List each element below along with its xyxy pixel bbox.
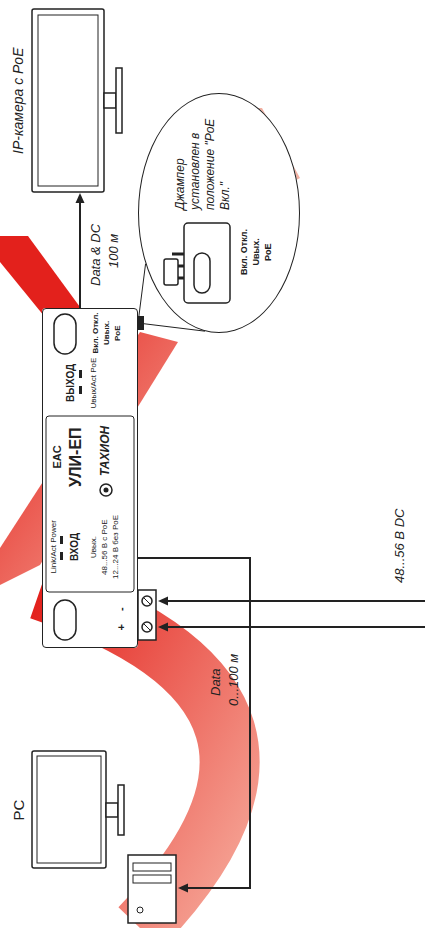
device-marking: Uвых. — [89, 536, 98, 558]
device-drawing — [42, 308, 156, 648]
callout-zoom-part — [138, 93, 300, 333]
callout-bubble: Джампер установлен в положение "PoE Вкл.… — [138, 93, 300, 333]
power-input-arrows-part — [158, 623, 168, 632]
device-marking: Вкл. Откл. — [91, 313, 100, 354]
device-drawing-part — [100, 484, 112, 496]
camera-icon — [32, 9, 122, 192]
camera-node: IP-камера с PoE — [8, 8, 136, 193]
connector-line — [79, 203, 81, 308]
callout-zoom-part — [184, 223, 230, 303]
power-input-arrows-part — [158, 597, 168, 606]
annotation-label: 0...100 м — [226, 654, 242, 706]
connector-line — [138, 264, 146, 323]
callout-text: Вкл. Откл. — [239, 229, 249, 275]
connector-line — [138, 323, 205, 331]
arrow-head — [76, 193, 85, 203]
pc-icon-part — [106, 803, 118, 817]
callout-zoom-part — [194, 253, 210, 293]
device-drawing-part — [142, 596, 152, 606]
device-drawing-part — [60, 552, 63, 560]
pc-icon-part — [118, 785, 124, 835]
device-marking: ТАХИОН — [99, 426, 113, 476]
camera-icon-part — [104, 93, 116, 108]
annotation-label: 48...56 В DC — [392, 509, 408, 583]
power-input-arrows — [158, 597, 425, 632]
callout-text: PoE — [263, 243, 273, 261]
device-marking: Link/Act Power — [49, 520, 58, 573]
connector — [138, 558, 250, 893]
connector-line — [138, 558, 250, 888]
annotation-label: Data & DC — [88, 224, 104, 286]
device-marking: Uвых/Act PoE — [89, 358, 98, 409]
annotation-label: Data — [208, 669, 224, 696]
power-input-arrows-part — [166, 600, 425, 602]
connector — [138, 264, 205, 331]
callout-zoom — [138, 93, 300, 333]
camera-icon-part — [32, 9, 104, 192]
connector — [76, 193, 85, 308]
device-drawing-part — [144, 624, 150, 630]
device-marking: PoE — [113, 325, 122, 341]
device-marking: ВЫХОД — [65, 364, 77, 402]
device-drawing-part — [144, 598, 150, 604]
pc-icon-part — [37, 756, 101, 863]
pc-icon-part — [128, 855, 176, 923]
pc-icon — [32, 751, 176, 923]
device-marking: Uвых. — [102, 321, 111, 345]
pc-node: PC — [8, 748, 178, 923]
device-drawing-part — [54, 600, 76, 640]
device-marking: + - — [115, 607, 128, 630]
pc-icon-part — [137, 907, 143, 913]
device-marking: EAC — [51, 445, 64, 468]
device-housing: ВЫХОДUвых/Act PoEВкл. Откл.Uвых.PoEEACУЛ… — [42, 308, 138, 648]
device-drawing-part — [42, 308, 138, 648]
callout-zoom-part — [164, 259, 178, 285]
callout-text: Uвых. — [251, 238, 261, 265]
device-marking: 48...56 В с PoE — [100, 519, 109, 575]
callout-text: Джампер установлен в положение "PoE Вкл.… — [173, 118, 233, 210]
device-marking: ВХОД — [69, 533, 81, 561]
pc-icon-part — [133, 875, 171, 883]
camera-label: IP-камера с PoE — [10, 48, 26, 154]
drawing-part — [32, 9, 425, 923]
device-drawing-part — [46, 416, 134, 592]
camera-icon-part — [38, 15, 98, 186]
pc-icon-part — [133, 863, 171, 871]
device-marking: 12...24 В без PoE — [111, 515, 120, 579]
annotation-label: 100 м — [106, 234, 122, 268]
device-marking: УЛИ-ЕП — [67, 427, 85, 487]
device-drawing-part — [104, 488, 109, 493]
callout-zoom-part — [172, 253, 184, 256]
device-drawing-part — [79, 370, 82, 378]
device-drawing-part — [60, 536, 63, 544]
pc-icon-part — [32, 751, 106, 868]
device-drawing-part — [79, 386, 82, 394]
device-drawing-part — [138, 590, 156, 640]
device-drawing-part — [142, 622, 152, 632]
power-input-arrows-part — [166, 626, 425, 628]
camera-icon-part — [116, 68, 122, 133]
arrow-head — [178, 884, 188, 893]
pc-label: PC — [10, 800, 27, 821]
device-drawing-part — [54, 314, 76, 354]
